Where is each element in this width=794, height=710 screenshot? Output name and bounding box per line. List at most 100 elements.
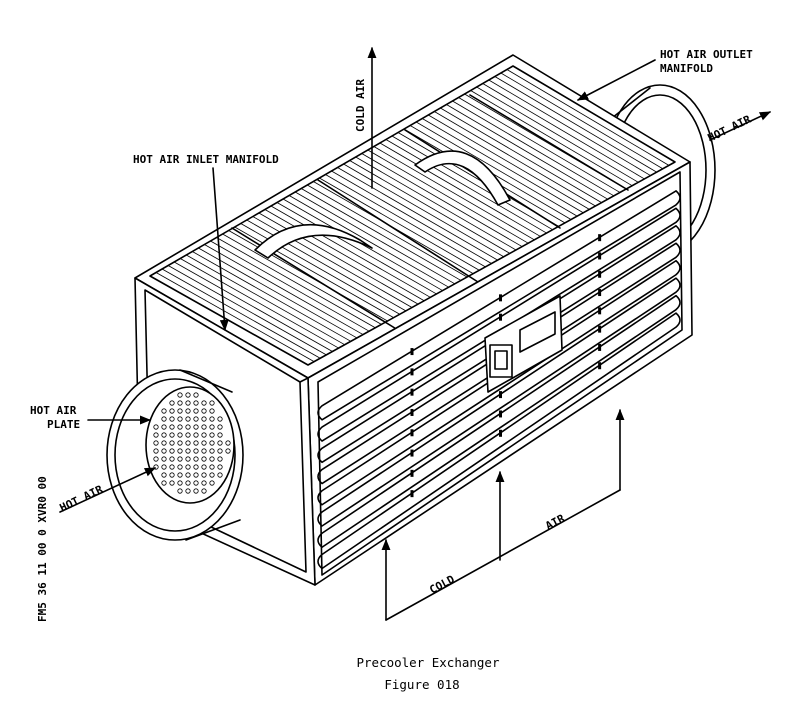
plate-hole — [169, 456, 175, 462]
plate-hole — [185, 408, 191, 414]
plate-hole — [185, 416, 191, 422]
caption-figure: Figure 018 — [384, 677, 459, 692]
side-reference-code: FM5 36 11 00 0 XVR0 00 — [36, 476, 49, 622]
plate-hole — [217, 472, 223, 478]
plate-hole — [161, 464, 167, 470]
front-passage-slot — [317, 294, 681, 549]
plate-hole — [161, 440, 167, 446]
plate-hole — [161, 448, 167, 454]
plate-hole — [193, 472, 199, 478]
plate-hole — [201, 400, 207, 406]
passage-tab — [410, 368, 414, 376]
plate-hole — [217, 440, 223, 446]
plate-hole — [193, 448, 199, 454]
plate-hole — [209, 448, 215, 454]
plate-hole — [161, 432, 167, 438]
plate-hole — [177, 432, 183, 438]
plate-hole — [209, 416, 215, 422]
plate-hole — [185, 424, 191, 430]
hot-air-inlet-flange — [106, 369, 244, 541]
passage-tab — [410, 388, 414, 396]
plate-hole — [193, 408, 199, 414]
plate-hole — [209, 472, 215, 478]
plate-hole — [193, 400, 199, 406]
flow-arrows — [59, 46, 772, 621]
plate-hole — [209, 456, 215, 462]
label-hot-air-outlet-manifold-2: MANIFOLD — [660, 62, 713, 75]
plate-hole — [177, 440, 183, 446]
plate-hole — [169, 408, 175, 414]
plate-hole — [225, 448, 231, 454]
plate-hole — [177, 448, 183, 454]
hot-air-plate-holes — [153, 392, 231, 494]
plate-hole — [217, 448, 223, 454]
label-hot-air-outlet: HOT AIR — [706, 113, 754, 145]
plate-hole — [185, 432, 191, 438]
plate-hole — [217, 424, 223, 430]
passage-tab — [598, 234, 602, 242]
passage-tab — [410, 449, 414, 457]
passage-tab — [499, 410, 502, 418]
passage-tab — [598, 252, 602, 260]
plate-hole — [161, 472, 167, 478]
front-passage-slot — [317, 242, 681, 485]
leader-lines — [87, 59, 656, 425]
plate-hole — [193, 488, 199, 494]
plate-hole — [185, 464, 191, 470]
plate-hole — [185, 392, 191, 398]
plate-hole — [201, 448, 207, 454]
plate-hole — [201, 440, 207, 446]
plate-hole — [201, 472, 207, 478]
plate-hole — [169, 448, 175, 454]
plate-hole — [209, 408, 215, 414]
plate-hole — [177, 464, 183, 470]
top-face — [134, 54, 691, 379]
plate-hole — [201, 416, 207, 422]
plate-hole — [193, 480, 199, 486]
plate-hole — [185, 456, 191, 462]
passage-tab — [410, 469, 414, 477]
caption-title: Precooler Exchanger — [357, 655, 500, 670]
plate-hole — [225, 440, 231, 446]
plate-hole — [177, 400, 183, 406]
passage-tab — [598, 289, 602, 297]
plate-hole — [193, 424, 199, 430]
plate-hole — [201, 424, 207, 430]
plate-hole — [209, 424, 215, 430]
plate-hole — [153, 456, 159, 462]
plate-hole — [201, 480, 207, 486]
connector-plate — [484, 295, 563, 393]
plate-hole — [201, 456, 207, 462]
plate-hole — [177, 472, 183, 478]
plate-hole — [169, 440, 175, 446]
plate-hole — [169, 416, 175, 422]
label-hot-air-outlet-manifold-1: HOT AIR OUTLET — [660, 48, 753, 61]
plate-hole — [209, 432, 215, 438]
plate-hole — [185, 480, 191, 486]
plate-hole — [185, 472, 191, 478]
plate-hole — [169, 400, 175, 406]
plate-hole — [185, 400, 191, 406]
passage-tab — [410, 490, 414, 498]
passage-tab — [598, 362, 602, 370]
label-air-bottom: AIR — [543, 512, 567, 533]
front-face — [307, 161, 693, 586]
passage-tab — [499, 294, 502, 302]
plate-hole — [217, 464, 223, 470]
passage-tab — [499, 391, 502, 399]
plate-hole — [201, 408, 207, 414]
plate-hole — [177, 408, 183, 414]
plate-hole — [161, 408, 167, 414]
front-passage-slot — [317, 259, 681, 506]
plate-hole — [153, 432, 159, 438]
front-passage-slot — [317, 190, 681, 421]
plate-hole — [193, 392, 199, 398]
plate-hole — [161, 416, 167, 422]
plate-hole — [209, 464, 215, 470]
plate-hole — [193, 432, 199, 438]
passage-tab — [410, 408, 414, 416]
label-hot-air-inlet: HOT AIR — [58, 483, 106, 515]
passage-tab — [410, 429, 414, 437]
